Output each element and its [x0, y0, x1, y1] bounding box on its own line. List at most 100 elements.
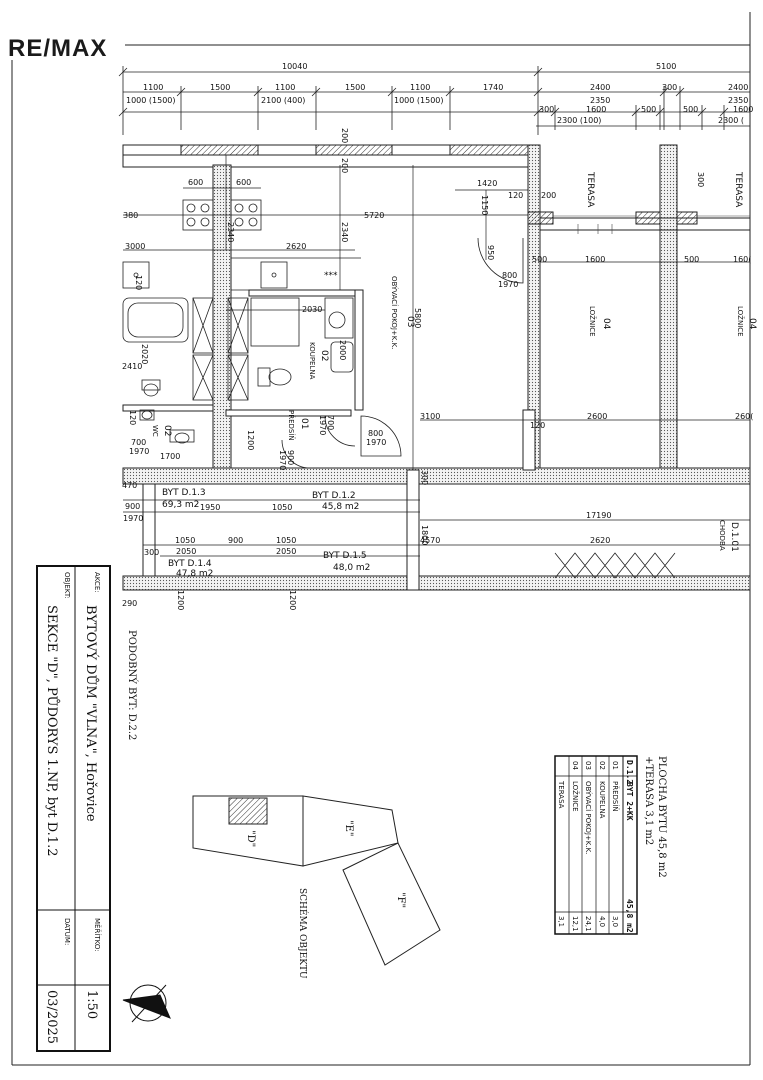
dim-200-b: 200 [340, 158, 349, 173]
title-meritko-value: 1:50 [84, 990, 99, 1019]
dim-120-d: 120 [128, 410, 137, 425]
unit-d12-area: 45,8 m2 [322, 502, 359, 512]
title-datum-label: DATUM: [63, 918, 71, 945]
table-header-area: 45,8 m2 [625, 899, 634, 933]
interior-dimension-lines [123, 155, 750, 557]
fixtures [122, 199, 676, 579]
unit-d12-name: BYT D.1.2 [312, 491, 356, 501]
dim-300: 300 [662, 83, 677, 92]
dim-1600-top: 1600 [586, 105, 606, 114]
table-header-code: D.1.2 [625, 760, 634, 784]
similar-unit-note: PODOBNÝ BYT: D.2.2 [126, 630, 138, 740]
dim-1600-top-b: 1600 [733, 105, 753, 114]
dim-2620: 2620 [286, 242, 306, 251]
dim-top-right: 5100 [656, 62, 676, 71]
dim-1740: 1740 [483, 83, 503, 92]
dim-2410: 2410 [122, 362, 142, 371]
dim-1420: 1420 [477, 179, 497, 188]
room-04-name: LOŽNICE [588, 306, 597, 337]
dim-300-a: 300 [420, 470, 429, 485]
dim-900-b: 900 [125, 502, 140, 511]
dim-2050-b: 2050 [276, 547, 296, 556]
dim-120-b: 120 [134, 275, 143, 290]
dim-800-b: 800 [368, 429, 383, 438]
room-02-number: 02 [319, 350, 329, 361]
kitchen-stars: *** [324, 271, 338, 281]
dim-1000-1500-a: 1000 (1500) [126, 96, 176, 105]
dim-1000-1500-b: 1000 (1500) [394, 96, 444, 105]
dim-500-b: 500 [684, 255, 699, 264]
unit-d14-name: BYT D.1.4 [168, 559, 212, 569]
dim-290: 290 [122, 599, 137, 608]
dim-3100: 3100 [420, 412, 440, 421]
area-terrace-line: +TERASA 3,1 m2 [643, 756, 654, 845]
dim-1800: 1800 [420, 525, 429, 545]
dim-1970-d: 1970 [278, 450, 287, 470]
dim-300-b: 300 [539, 105, 554, 114]
dim-500-a: 500 [532, 255, 547, 264]
remax-logo: RE/MAX [8, 35, 107, 62]
dim-2020: 2020 [140, 344, 149, 364]
table-row-1-name: PŘEDSÍŇ [611, 781, 620, 812]
dim-1970-a: 1970 [498, 280, 518, 289]
dim-4570: 4570 [420, 536, 440, 545]
unit-d15-name: BYT D.1.5 [323, 551, 367, 561]
dim-300-c: 300 [144, 548, 159, 557]
page-frame [11, 12, 751, 1066]
dimension-lines [118, 66, 750, 135]
dim-1500-b: 1500 [345, 83, 365, 92]
title-objekt-label: OBJEKT: [63, 572, 71, 599]
dim-1200-b: 1200 [176, 590, 185, 610]
dim-600-b: 600 [236, 178, 251, 187]
area-table [554, 755, 638, 935]
dim-1600-b: 160( [733, 255, 751, 264]
dim-1200: 1200 [246, 430, 255, 450]
dim-2340-b: 2340 [340, 222, 349, 242]
dim-2030: 2030 [302, 305, 322, 314]
dim-2340-a: 2340 [226, 222, 235, 242]
building-schema [192, 795, 441, 966]
table-row-2-num: 02 [598, 761, 606, 770]
dim-900: 900 [286, 450, 295, 465]
dim-2050-a: 2050 [176, 547, 196, 556]
dim-500-top-b: 500 [683, 105, 698, 114]
schema-e-label: "E" [343, 820, 354, 837]
dim-1600-a: 1600 [585, 255, 605, 264]
table-row-5-name: TERASA [557, 780, 565, 809]
dim-1100-a: 1100 [143, 83, 163, 92]
dim-1200-c: 1200 [288, 590, 297, 610]
schema-title: SCHÉMA OBJEKTU [297, 888, 309, 979]
unit-d15-area: 48,0 m2 [333, 563, 370, 573]
unit-d13-name: BYT D.1.3 [162, 488, 206, 498]
table-row-3-num: 03 [584, 761, 592, 770]
title-akce-value: BYTOVÝ DŮM "VLNA", Hořovice [83, 605, 99, 822]
dim-2300-100: 2300 (100) [557, 116, 601, 125]
unit-d14-area: 47,8 m2 [176, 569, 213, 579]
dim-1500-a: 1500 [210, 83, 230, 92]
table-row-4-name: LOŽNICE [571, 781, 580, 812]
dim-700-b: 700 [326, 415, 335, 430]
dim-2600-b: 260( [735, 412, 753, 421]
corridor-code: D.1.01 [729, 522, 739, 552]
dim-3000: 3000 [125, 242, 145, 251]
dim-1970-f: 1970 [123, 514, 143, 523]
room-04b-name: LOŽNICE [736, 306, 745, 337]
dim-120-a: 120 [508, 191, 523, 200]
dim-200-c: 200 [541, 191, 556, 200]
table-row-2-area: 4,0 [598, 916, 606, 927]
dim-17190: 17190 [586, 511, 611, 520]
dim-1050-b: 1050 [175, 536, 195, 545]
title-datum-value: 03/2025 [44, 990, 59, 1044]
dim-1050-a: 1050 [272, 503, 292, 512]
dim-380: 380 [123, 211, 138, 220]
room-02-name: KOUPELNA [308, 342, 316, 380]
dim-5720: 5720 [364, 211, 384, 220]
table-row-1-num: 01 [611, 761, 619, 770]
dim-600-a: 600 [188, 178, 203, 187]
dim-1150: 1150 [480, 195, 489, 215]
title-block [36, 565, 111, 1052]
dim-900-c: 900 [228, 536, 243, 545]
title-meritko-label: MĚŘÍTKO: [93, 918, 102, 952]
dim-2600-a: 2600 [587, 412, 607, 421]
